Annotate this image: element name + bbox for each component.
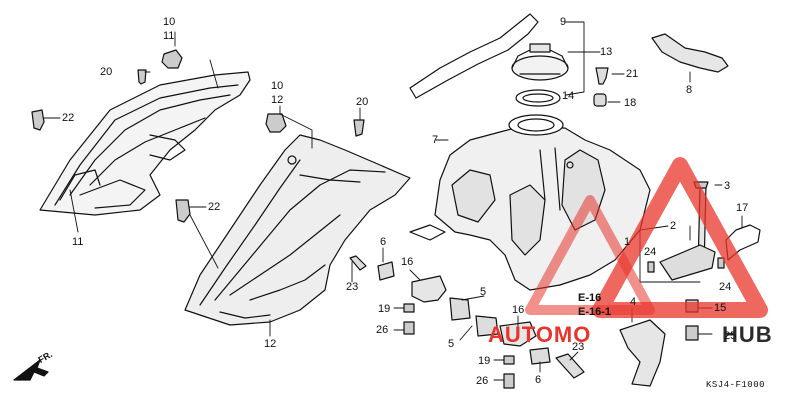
label-5-upper: 5 [480,286,487,298]
label-19-lower: 19 [478,355,491,367]
reference-e16: E-16 [578,292,602,304]
right-shroud-part [184,134,411,326]
bolt-20a-part [137,69,147,85]
label-11-top: 11 [163,30,175,42]
label-25: 25 [724,330,737,342]
label-15: 15 [714,302,727,314]
breather-tube-part [409,13,539,99]
label-11-bottom: 11 [72,236,84,248]
bolt-21-part [595,67,609,85]
label-18: 18 [624,97,637,109]
label-16-lower: 16 [512,304,525,316]
label-20-left: 20 [100,66,113,78]
label-6-lower: 6 [535,374,542,386]
label-17: 17 [736,202,749,214]
label-20-mid: 20 [356,96,369,108]
label-8: 8 [686,84,693,96]
label-24-right: 24 [719,281,732,293]
label-6-upper: 6 [380,236,387,248]
label-1: 1 [624,236,631,248]
bolt-22b-part [175,199,191,223]
tank-bracket-part [651,33,729,73]
bolt-26b-part [503,373,515,389]
cushion-5a-part [449,297,471,321]
bracket-16b-part [499,321,537,347]
diagram-code: KSJ4-F1000 [706,380,766,390]
rubber-18-part [593,93,607,107]
collar-6a-part [377,261,395,281]
fuel-tank-part [409,114,651,291]
label-14: 14 [562,90,575,102]
cushion-5b-part [475,315,499,337]
grommet-10a-part [161,49,183,69]
label-13: 13 [600,46,613,58]
bolt-23a-part [349,255,367,271]
fuel-cap-part [511,43,569,81]
label-10-mid: 10 [271,80,284,92]
left-shroud-part [39,71,251,216]
reference-e16-1: E-16-1 [578,306,612,318]
label-26-upper: 26 [376,324,389,336]
bracket-16a-part [411,275,447,303]
grommet-10b-part [265,113,287,133]
label-23-upper: 23 [346,281,359,293]
front-direction-arrow [13,359,49,381]
label-12-bottom: 12 [264,338,277,350]
collar-6b-part [529,347,551,365]
label-24-left: 24 [644,246,657,258]
label-21: 21 [626,68,639,80]
label-22-left: 22 [62,112,75,124]
label-2: 2 [670,220,677,232]
watermark-triangles [525,157,768,318]
watermark-text-right: HUB [722,322,773,347]
bolt-26a-part [403,321,415,335]
nut-19b-part [503,355,515,365]
label-3: 3 [724,180,731,192]
nut-19a-part [403,303,415,313]
bolt-23b-part [555,353,585,379]
label-10-top: 10 [163,16,176,28]
label-16-upper: 16 [401,256,414,268]
cap-gasket-part [515,89,561,107]
bolt-20b-part [353,119,365,137]
label-22-mid: 22 [208,201,221,213]
label-23-lower: 23 [572,341,585,353]
label-9: 9 [560,16,567,28]
label-12-mid: 12 [271,94,284,106]
label-19-upper: 19 [378,303,391,315]
label-7: 7 [432,134,439,146]
bolt-22a-part [31,109,45,131]
label-5-lower: 5 [448,338,455,350]
watermark-text-left: AUTOMO [488,322,592,347]
label-4: 4 [630,296,637,308]
label-26-lower: 26 [476,375,489,387]
